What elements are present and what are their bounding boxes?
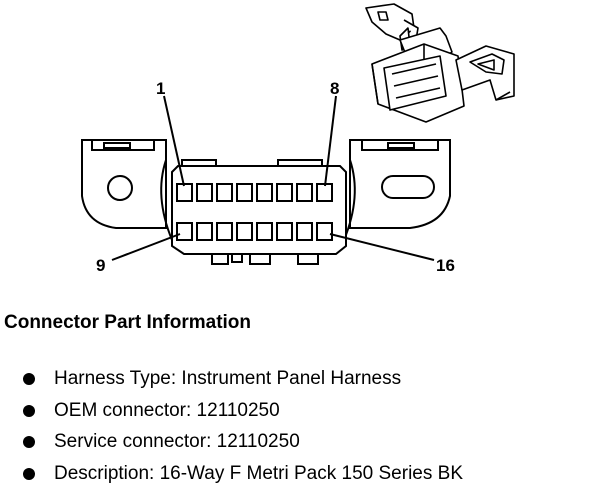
list-item-text: Service connector: 12110250 bbox=[54, 431, 300, 452]
pin-label-9: 9 bbox=[96, 256, 105, 275]
list-item-oem-connector: OEM connector: 12110250 bbox=[20, 398, 463, 430]
pin-label-1: 1 bbox=[156, 79, 165, 98]
cavity-grid bbox=[176, 183, 333, 241]
pin-label-8: 8 bbox=[330, 79, 339, 98]
bullet-icon bbox=[23, 404, 35, 417]
list-item-text: Description: 16-Way F Metri Pack 150 Ser… bbox=[54, 462, 463, 484]
leader-lines bbox=[111, 95, 435, 261]
bullet-icon bbox=[23, 467, 35, 480]
list-item-service-connector: Service connector: 12110250 bbox=[20, 429, 463, 461]
section-title: Connector Part Information bbox=[4, 312, 252, 333]
pin-label-16: 16 bbox=[436, 256, 455, 275]
bullet-icon bbox=[23, 373, 35, 385]
list-item-text: OEM connector: 12110250 bbox=[54, 399, 280, 421]
list-item-harness-type: Harness Type: Instrument Panel Harness bbox=[20, 366, 463, 398]
connector-isometric-view bbox=[365, 3, 515, 123]
bullet-icon bbox=[23, 436, 35, 448]
connector-diagram: 1 8 9 16 bbox=[81, 3, 515, 275]
list-item-description: Description: 16-Way F Metri Pack 150 Ser… bbox=[20, 461, 463, 493]
list-item-text: Harness Type: Instrument Panel Harness bbox=[54, 368, 402, 389]
info-list: Harness Type: Instrument Panel Harness O… bbox=[20, 366, 463, 492]
